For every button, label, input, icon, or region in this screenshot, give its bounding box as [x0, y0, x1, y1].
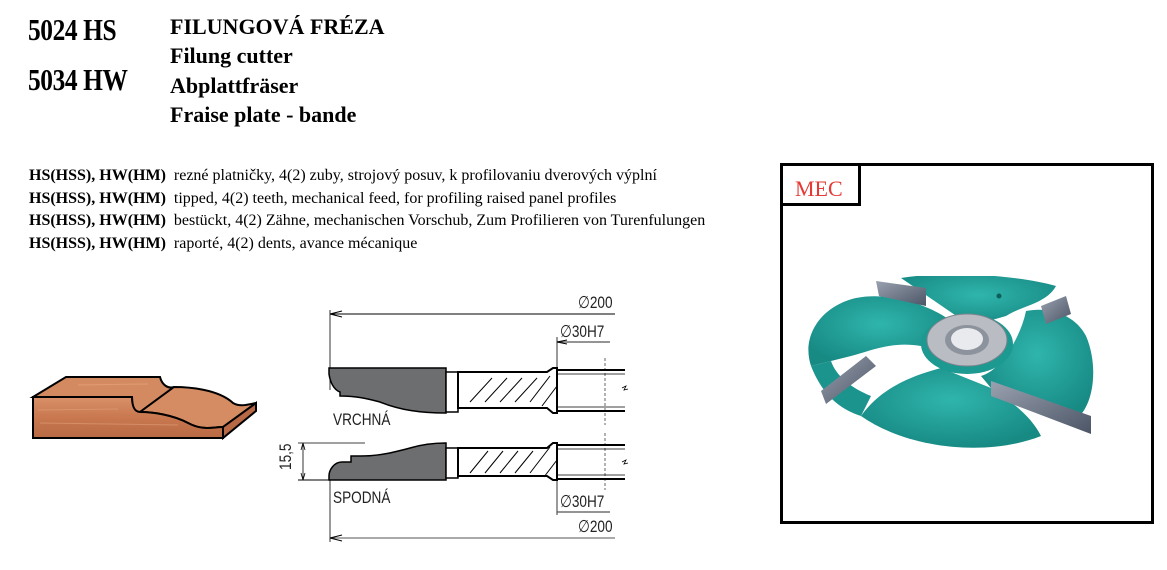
product-photo-frame: MEC [780, 163, 1154, 524]
description-row-de: HS(HSS), HW(HM) bestückt, 4(2) Zähne, mec… [29, 210, 749, 233]
title-english: Filung cutter [170, 43, 293, 68]
product-code-hw: 5034 HW [28, 62, 128, 97]
outer-diameter-bottom: ∅200 [578, 517, 613, 536]
brand-box: MEC [783, 166, 861, 206]
title-slovak: FILUNGOVÁ FRÉZA [170, 14, 385, 39]
bore-diameter-bottom: ∅30H7 [560, 492, 605, 511]
description-text: bestückt, 4(2) Zähne, mechanischen Vorsc… [173, 212, 706, 230]
material-prefix: HS(HSS), HW(HM) [29, 234, 166, 252]
brand-label: MEC [795, 176, 843, 201]
description-text: rezné platničky, 4(2) zuby, strojový pos… [173, 167, 657, 184]
cutter-photo [791, 274, 1141, 461]
material-prefix: HS(HSS), HW(HM) [29, 189, 166, 207]
description-block: HS(HSS), HW(HM) rezné platničky, 4(2) zub… [29, 165, 749, 255]
title-german: Abplattfräser [170, 73, 299, 98]
bore-diameter-top: ∅30H7 [560, 322, 605, 341]
label-vrchna: VRCHNÁ [333, 410, 391, 429]
product-code-hs: 5024 HS [28, 12, 117, 47]
description-text: raporté, 4(2) dents, avance mécanique [173, 234, 418, 252]
description-row-sk: HS(HSS), HW(HM) rezné platničky, 4(2) zub… [29, 165, 749, 188]
description-row-fr: HS(HSS), HW(HM) raporté, 4(2) dents, avan… [29, 233, 749, 256]
height-dimension: 15,5 [276, 443, 295, 470]
description-text: tipped, 4(2) teeth, mechanical feed, for… [173, 189, 617, 207]
description-row-en: HS(HSS), HW(HM) tipped, 4(2) teeth, mecha… [29, 188, 749, 211]
material-prefix: HS(HSS), HW(HM) [29, 212, 166, 230]
title-french: Fraise plate - bande [170, 102, 357, 127]
wood-profile-illustration [28, 375, 263, 465]
outer-diameter-top: ∅200 [578, 293, 613, 312]
label-spodna: SPODNÁ [333, 488, 391, 507]
technical-drawing: ∅200 ∅30H7 VRCHNÁ 15,5 SPODNÁ ∅30H7 ∅200 [270, 290, 640, 555]
material-prefix: HS(HSS), HW(HM) [29, 167, 166, 184]
